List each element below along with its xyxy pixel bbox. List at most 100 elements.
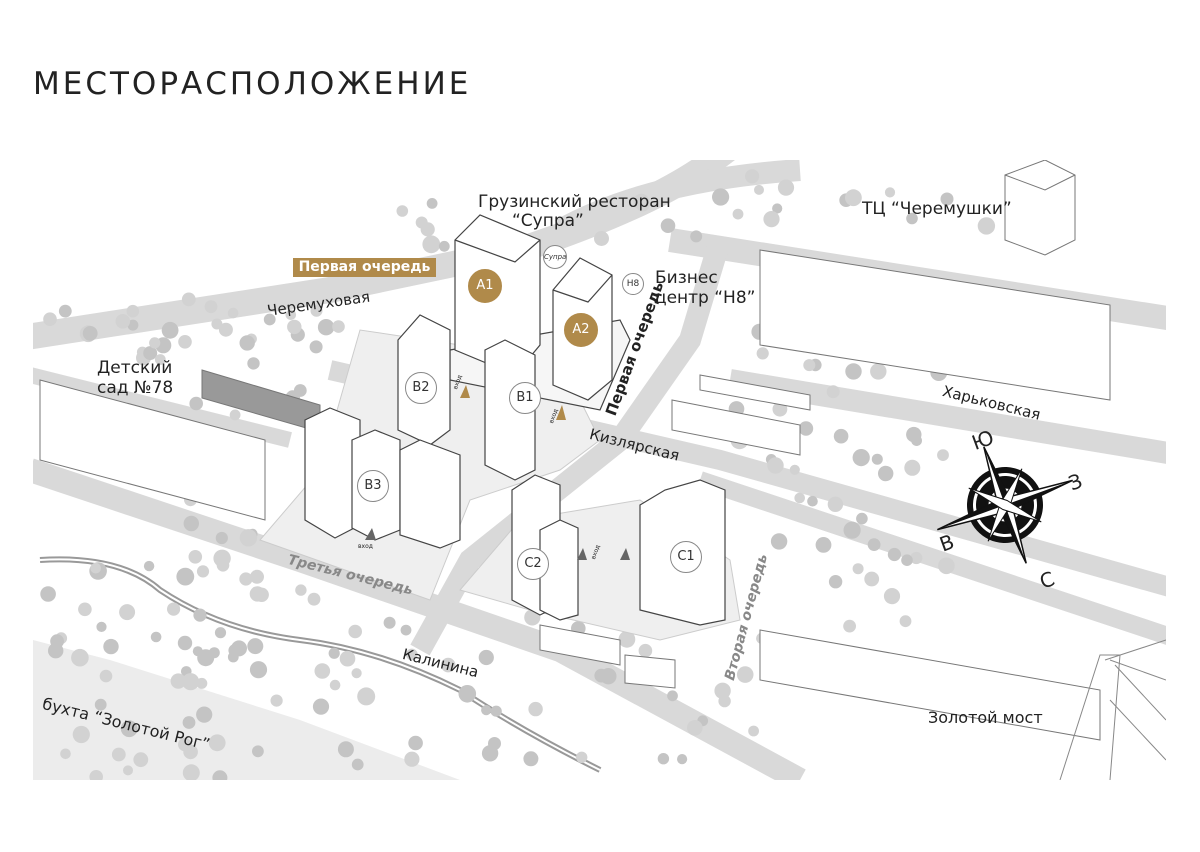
tree-icon [239, 572, 253, 586]
building-marker-a1[interactable]: A1 [468, 269, 502, 303]
tree-icon [78, 602, 92, 617]
tree-icon [770, 533, 788, 550]
tree-icon [687, 720, 703, 736]
tree-icon [213, 549, 231, 567]
tree-icon [348, 624, 363, 639]
tree-icon [123, 765, 133, 776]
tree-icon [937, 449, 949, 461]
tree-icon [214, 627, 227, 639]
tree-icon [182, 716, 196, 729]
mall-label: ТЦ “Черемушки” [862, 199, 1012, 219]
kindergarten-label-number: сад №78 [97, 378, 174, 398]
tree-icon [777, 179, 795, 196]
tree-icon [227, 307, 239, 319]
tree-icon [126, 304, 140, 318]
tree-icon [807, 495, 818, 507]
tree-icon [143, 560, 155, 572]
project-buildings [304, 214, 726, 626]
tree-icon [803, 359, 816, 372]
tree-icon [120, 720, 138, 738]
tree-icon [94, 698, 107, 711]
tree-icon [263, 313, 276, 326]
tree-icon [250, 569, 264, 584]
tree-icon [899, 615, 912, 628]
tree-icon [490, 705, 502, 717]
tree-icon [827, 496, 844, 512]
tree-icon [307, 592, 321, 606]
tree-icon [189, 396, 203, 411]
tree-icon [351, 758, 364, 771]
tree-icon [843, 521, 861, 539]
bridge-label: Золотой мост [928, 708, 1043, 727]
tree-icon [309, 340, 323, 354]
tree-icon [843, 619, 856, 633]
tree-icon [127, 319, 139, 331]
road-kharkovskaya [728, 369, 1166, 464]
tree-icon [43, 312, 57, 327]
tree-icon [798, 421, 814, 436]
tree-icon [754, 184, 764, 195]
tree-icon [478, 649, 494, 666]
tree-icon [60, 748, 71, 760]
tree-icon [440, 657, 456, 673]
tree-icon [150, 631, 162, 643]
tree-icon [748, 725, 759, 737]
tree-icon [767, 457, 784, 474]
building-marker-c2[interactable]: C2 [517, 548, 549, 580]
building-b1 [484, 339, 536, 481]
tree-icon [878, 465, 894, 482]
building-marker-b3[interactable]: B3 [357, 470, 389, 502]
tree-icon [154, 354, 166, 365]
tree-icon [310, 304, 323, 317]
tree-icon [170, 673, 186, 689]
tree-icon [576, 751, 588, 763]
tree-icon [314, 663, 331, 679]
tree-icon [183, 744, 198, 760]
tree-icon [528, 701, 543, 717]
building-marker-b2[interactable]: B2 [405, 372, 437, 404]
building-c2b [539, 519, 579, 621]
tree-icon [337, 741, 354, 758]
building-marker-c1[interactable]: C1 [670, 541, 702, 573]
tree-icon [270, 694, 283, 707]
tree-icon [756, 347, 769, 360]
restaurant-label-name: “Супра” [512, 211, 584, 231]
tree-icon [677, 754, 688, 765]
tree-icon [50, 634, 64, 649]
tree-icon [422, 235, 441, 254]
tree-icon [247, 638, 264, 655]
tree-icon [408, 735, 423, 751]
tree-icon [481, 705, 492, 716]
tree-icon [396, 205, 409, 217]
tree-icon [58, 304, 72, 318]
tree-icon [736, 666, 754, 683]
tree-icon [196, 706, 213, 723]
tree-icon [40, 586, 56, 602]
tree-icon [328, 647, 340, 659]
tree-icon [99, 669, 113, 683]
tree-icon [96, 621, 107, 633]
tree-icon [763, 211, 780, 228]
tree-icon [89, 770, 103, 780]
bridge [1059, 639, 1166, 780]
tree-icon [103, 638, 119, 655]
tree-icon [208, 734, 226, 752]
tree-icon [887, 547, 902, 562]
tree-icon [594, 231, 609, 246]
tree-icon [826, 385, 840, 399]
tree-icon [111, 747, 126, 762]
tree-icon [239, 529, 258, 547]
tree-icon [249, 586, 266, 602]
tree-icon [176, 567, 195, 586]
tree-icon [732, 208, 744, 220]
tree-icon [178, 335, 192, 349]
building-marker-a2[interactable]: A2 [564, 313, 598, 347]
kindergarten-label: Детский [97, 358, 173, 378]
building-marker-b1[interactable]: B1 [509, 382, 541, 414]
tree-icon [794, 492, 805, 504]
entrance-label: вход [358, 543, 373, 550]
compass-rose-icon [937, 446, 1073, 564]
tree-icon [712, 188, 730, 206]
tree-icon [789, 464, 800, 475]
